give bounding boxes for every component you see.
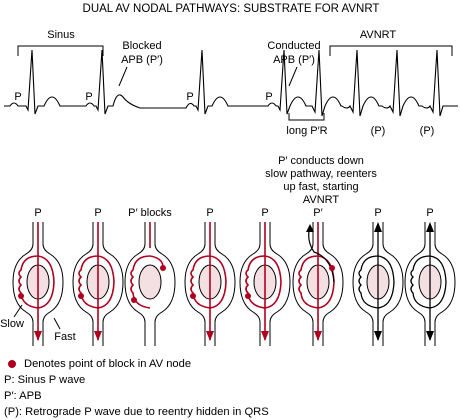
slow-pointer [13,304,23,318]
conducted-arrow [288,66,298,87]
legend-p-row: P: Sinus P wave [4,374,86,386]
block-dot-icon [8,359,16,368]
impulse-arrowhead [94,331,102,341]
sinus-bracket [17,45,104,56]
ecg-p-label-2: P [85,91,92,103]
fast-pathway [37,255,55,309]
block-point-dot [160,265,166,271]
legend: Denotes point of block in AV node P: Sin… [4,356,459,420]
ecg-trace [4,49,458,117]
conducted-label-2: APB (P′) [273,54,315,66]
legend-block-text: Denotes point of block in AV node [24,358,192,370]
diagram-2-p-label: P [94,207,101,219]
fast-pathway [377,255,395,309]
block-point-dot [18,293,24,299]
retro-p-label-1: (P) [371,125,386,137]
block-point-dot [78,293,84,299]
av-node-diagram-3 [124,222,176,346]
long-pr-bracket [288,113,325,121]
blocked-label-2: APB (P′) [121,54,163,66]
node-tissue-outline [72,222,124,346]
av-node-diagram-5 [239,222,291,346]
retro-up-arrowhead [426,222,434,232]
av-node-diagrams [12,222,456,346]
diagram-3-p-blocks-label: P′ blocks [128,207,172,219]
node-tissue-outline [184,222,236,346]
fast-label: Fast [54,331,75,343]
legend-retro-row: (P): Retrograde P wave due to reentry hi… [4,406,269,418]
av-node-diagram-2 [72,222,124,346]
av-node-diagram-4 [184,222,236,346]
block-point-dot [131,297,137,303]
annotation-line-4: AVNRT [303,194,340,206]
node-tissue-outline [292,222,344,346]
diagram-8-p-label: P [426,207,433,219]
blocked-arrow [118,66,128,87]
node-core [138,264,162,300]
impulse-arrowhead [206,331,214,341]
fast-pathway [264,255,282,309]
block-point-dot [190,293,196,299]
diagram-4-p-label: P [206,207,213,219]
retro-p-label-2: (P) [420,125,435,137]
avnrt-bracket [329,45,453,56]
node-tissue-outline [352,222,404,346]
impulse-arrowhead [34,331,42,341]
av-node-diagram-1 [12,222,64,346]
block-point-dot [329,265,335,271]
fast-pathway [209,255,227,309]
long-pr-label: long P′R [286,125,327,137]
legend-block-row: Denotes point of block in AV node [4,356,459,372]
ecg-p-label-3: P [186,91,193,103]
fast-pathway-partial [149,255,164,267]
node-tissue-outline [239,222,291,346]
diagram-1-p-label: P [34,207,41,219]
av-node-diagram-7 [352,222,404,346]
slow-label: Slow [0,318,24,330]
antegrade-down-arrowhead [426,331,434,341]
slow-pathway [298,255,319,309]
ecg-strip: Sinus P P P P Blocked APB (P′) Conducted… [4,29,458,137]
legend-p-prime-row: P′: APB [4,390,42,402]
impulse-arrowhead [261,331,269,341]
impulse-arrowhead [314,331,322,341]
sinus-label: Sinus [47,29,75,41]
node-tissue-outline [124,222,176,346]
conducted-label-1: Conducted [267,40,320,52]
ecg-p-label-1: P [14,91,21,103]
node-tissue-outline [404,222,456,346]
fast-pathway [429,255,447,309]
annotation-line-2: slow pathway, reenters [265,168,377,180]
reentry-arrowhead [306,224,314,232]
av-node-diagram-6 [292,222,344,346]
retro-up-arrowhead [374,222,382,232]
slow-pathway [130,255,151,309]
fast-pointer [53,317,61,330]
block-point-dot [245,293,251,299]
annotation-line-1: P′ conducts down [278,155,364,167]
antegrade-down-arrowhead [374,331,382,341]
ecg-p-label-4: P [265,91,272,103]
figure-title: DUAL AV NODAL PATHWAYS: SUBSTRATE FOR AV… [83,3,380,15]
diagram-6-p-prime-label: P′ [313,207,322,219]
av-node-diagram-8 [404,222,456,346]
node-tissue-outline [12,222,64,346]
diagram-5-p-label: P [261,207,268,219]
blocked-label-1: Blocked [122,40,161,52]
slow-pathway [358,255,379,309]
slow-pathway [410,255,431,309]
annotation-line-3: up fast, starting [283,181,358,193]
avnrt-label: AVNRT [360,29,397,41]
fast-pathway [97,255,115,309]
diagram-7-p-label: P [374,207,381,219]
